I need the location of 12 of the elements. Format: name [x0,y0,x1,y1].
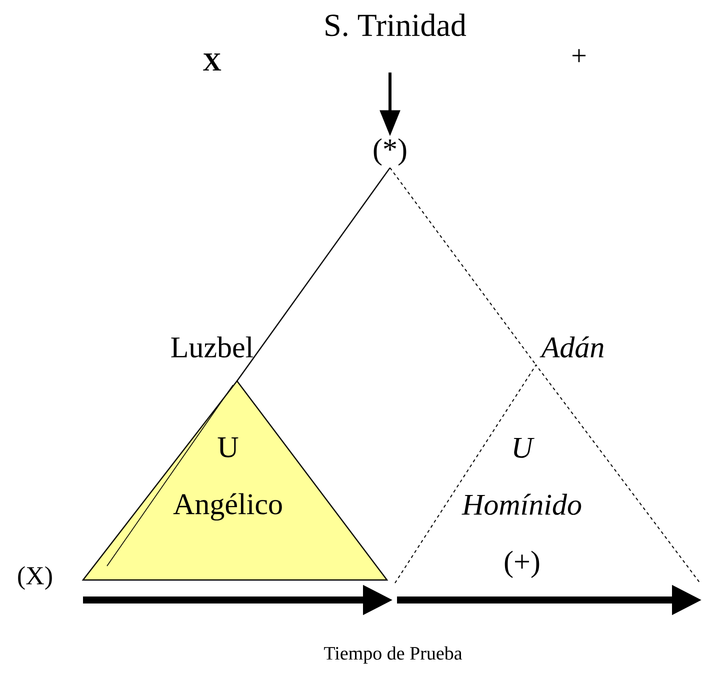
axis-label: Tiempo de Prueba [324,646,462,664]
symbol-label: + [572,49,586,62]
title-text: S. Trinidad [326,14,466,36]
line [236,167,390,382]
symbol-label: X [203,53,222,70]
name-label: Adán [540,336,604,358]
symbol-label: (X) [18,566,52,590]
name-label: Luzbel [171,336,254,358]
line [390,167,536,366]
triangle-label: U Angélico [173,437,282,521]
triangle-label: U Homínido (+) [462,438,582,578]
apex-label: (*) [374,138,406,166]
